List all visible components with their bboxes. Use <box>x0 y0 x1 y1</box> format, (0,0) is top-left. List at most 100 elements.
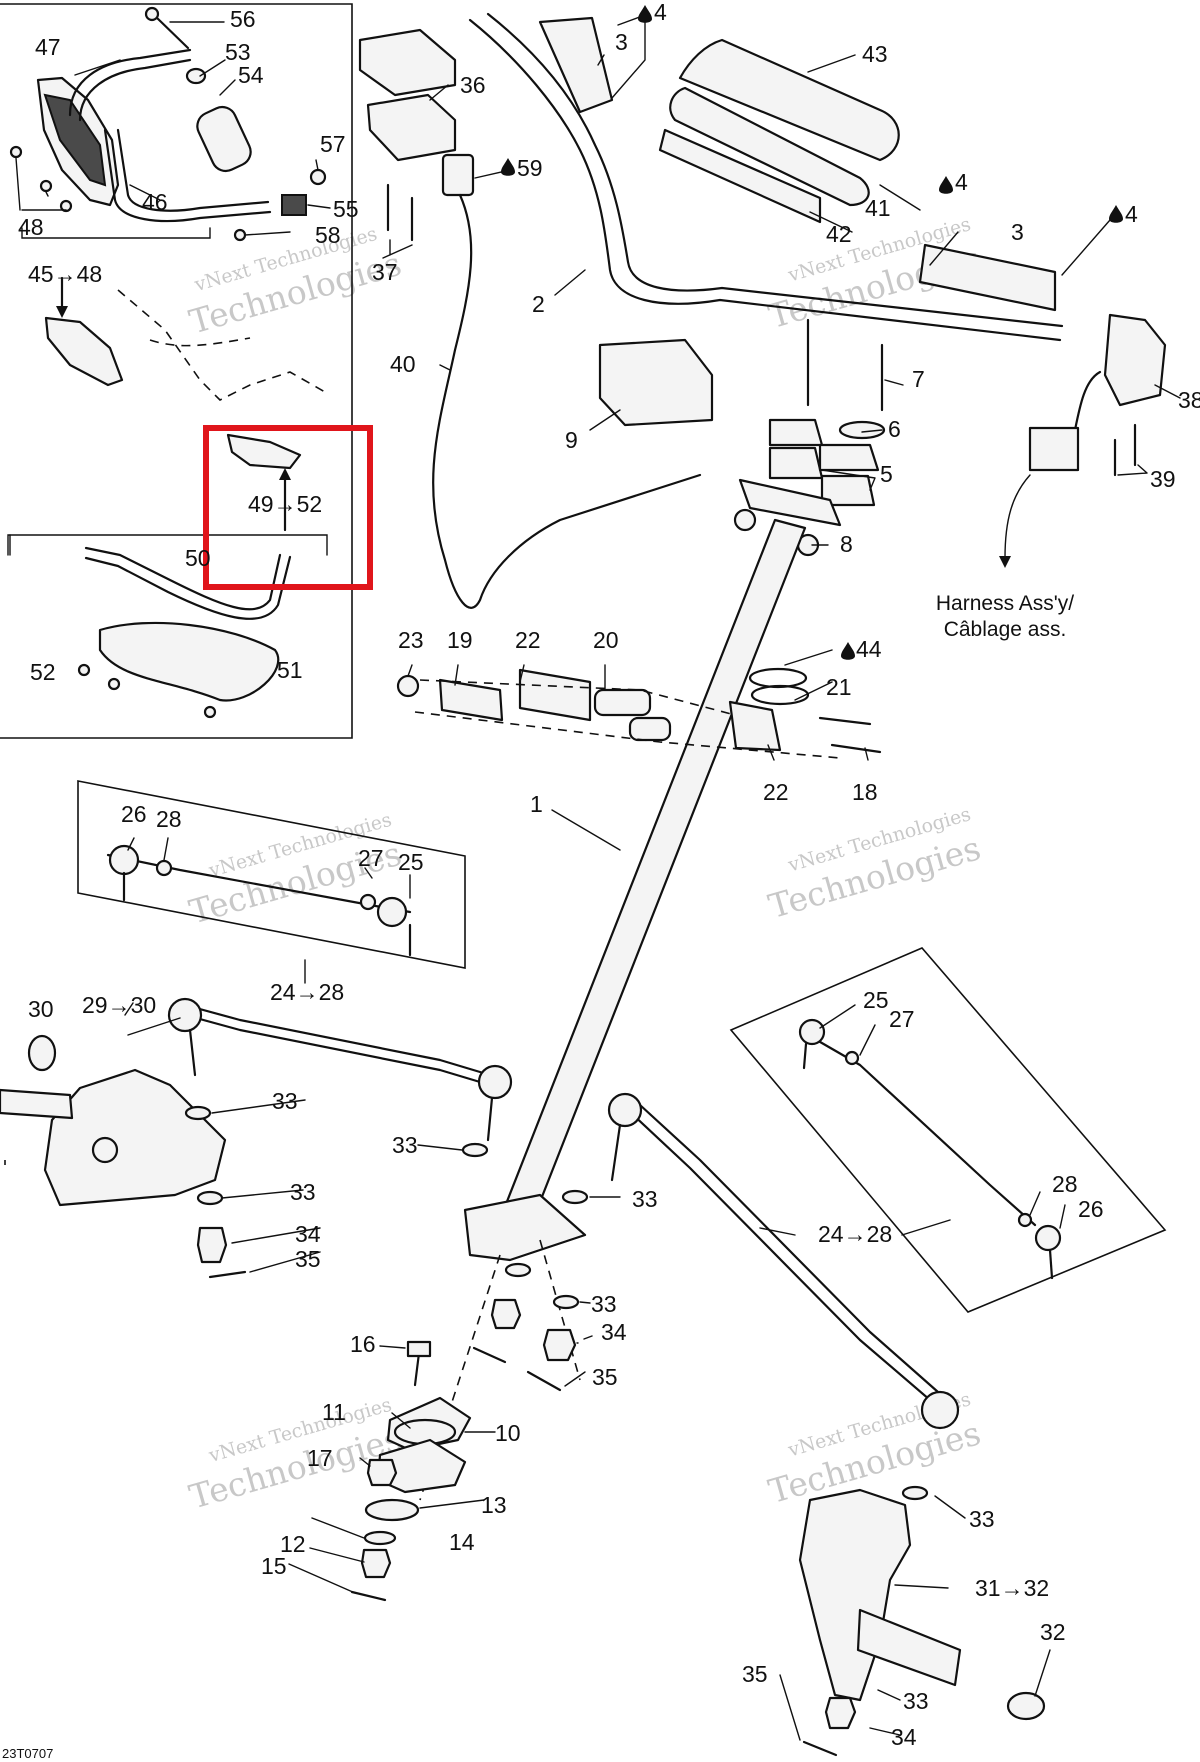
washer-12 <box>363 1530 397 1546</box>
nut-34 <box>196 1226 228 1264</box>
callout-c6: 6 <box>888 416 901 442</box>
callout-c13: 13 <box>481 1492 507 1518</box>
support-plate-19 <box>438 678 504 722</box>
callout-c44: 44 <box>856 636 882 662</box>
callout-c33e: 33 <box>591 1291 617 1317</box>
tierod-left-24 <box>183 1003 492 1087</box>
oil-drop-icon <box>501 158 515 176</box>
handguard-inset <box>0 3 373 1165</box>
oil-drop-icon <box>1109 205 1123 223</box>
handguard-bar-46-lower <box>103 128 272 223</box>
switch-connector <box>1028 426 1080 472</box>
highlight-box-49-52 <box>203 425 373 590</box>
callout-c2: 2 <box>532 291 545 317</box>
screw-52 <box>107 677 121 691</box>
washer-33 <box>561 1189 589 1205</box>
callout-c36: 36 <box>460 72 486 98</box>
handlebar-pad-43 <box>678 38 900 162</box>
callout-c4c: 4 <box>1125 201 1138 227</box>
spindle-bore <box>91 1136 119 1164</box>
tierod-end-upper <box>607 1092 643 1128</box>
washer-13 <box>364 1498 420 1522</box>
tierod-end-26b <box>1034 1224 1062 1252</box>
callout-c33b: 33 <box>392 1132 418 1158</box>
stud-25b <box>802 1042 808 1070</box>
tierod-end-right <box>477 1064 513 1100</box>
nut-28b <box>844 1050 860 1066</box>
tierod-right-24 <box>628 1103 940 1402</box>
nut-34 <box>824 1696 857 1730</box>
bolt-56-head <box>144 6 160 22</box>
grip-3-right <box>918 243 1057 312</box>
callout-c40: 40 <box>390 351 416 377</box>
oring-21 <box>750 684 810 706</box>
clamp-5 <box>818 443 880 472</box>
assembly-bracket-50-52 <box>7 534 328 556</box>
nut-28 <box>155 859 173 877</box>
harness-note-line1: Harness Ass'y/ <box>936 592 1074 615</box>
callout-c19: 19 <box>447 627 473 653</box>
handlebar-2 <box>468 12 1064 342</box>
right-steering-linkage <box>607 947 1167 1757</box>
oring-21 <box>748 667 808 689</box>
spacer-20 <box>628 716 672 742</box>
column-top-plate <box>738 478 842 527</box>
switch-housing-36-top <box>358 28 457 97</box>
callout-c51: 51 <box>277 657 303 683</box>
clamp-5 <box>820 474 876 507</box>
callout-c1: 1 <box>530 791 543 817</box>
callout-c37: 37 <box>372 259 398 285</box>
clamp-5 <box>768 418 824 447</box>
arrowhead <box>279 468 291 480</box>
callout-c28b: 28 <box>1052 1171 1078 1197</box>
callout-c3b: 3 <box>1011 219 1024 245</box>
callout-c47: 47 <box>35 34 61 60</box>
handguard-assembly-49 <box>226 433 302 470</box>
tierod-inset-frame-right <box>729 947 1167 1313</box>
spacer-20 <box>593 688 652 717</box>
screw-52 <box>203 705 217 719</box>
callout-c10: 10 <box>495 1420 521 1446</box>
callout-c35b: 35 <box>592 1364 618 1390</box>
callout-c22b: 22 <box>763 779 789 805</box>
callout-c35a: 35 <box>295 1246 321 1272</box>
tierod-end-left <box>167 997 203 1033</box>
spindle-31 <box>798 1488 912 1702</box>
arrowhead <box>56 306 68 318</box>
callout-c46: 46 <box>142 189 168 215</box>
assembly-bracket-46-48 <box>21 227 211 239</box>
nut-17 <box>366 1458 398 1487</box>
callout-c4a: 4 <box>654 0 667 25</box>
callout-c3a: 3 <box>615 29 628 55</box>
callout-c42: 42 <box>826 221 852 247</box>
bolt-18 <box>818 716 872 726</box>
pad-41 <box>669 86 870 207</box>
callout-c50: 50 <box>185 545 211 571</box>
callout-c49-52: 49→52 <box>248 491 322 517</box>
callout-c31-32: 31→32 <box>975 1575 1049 1601</box>
leader-lines-path <box>15 13 1181 1741</box>
callout-c33a: 33 <box>272 1088 298 1114</box>
washer-33 <box>552 1294 580 1310</box>
callout-c59: 59 <box>517 155 543 181</box>
callout-c41: 41 <box>865 195 891 221</box>
callout-c25b: 25 <box>863 987 889 1013</box>
callout-c34c: 34 <box>891 1724 917 1750</box>
harness-note-line2: Câblage ass. <box>944 618 1067 641</box>
callout-c28a: 28 <box>156 806 182 832</box>
cotter-pin-35 <box>208 1270 247 1279</box>
cover-9 <box>598 338 714 427</box>
callout-c53: 53 <box>225 39 251 65</box>
tierod-stud <box>486 1096 494 1142</box>
throttle-connector-59 <box>441 153 475 197</box>
callout-c56: 56 <box>230 6 256 32</box>
tierod-inset-left <box>77 780 466 969</box>
callout-c35c: 35 <box>742 1661 768 1687</box>
callout-c30: 30 <box>28 996 54 1022</box>
support-block-22 <box>518 668 592 722</box>
bolt-16-head <box>406 1340 432 1358</box>
handguard-shade <box>43 93 107 187</box>
callout-c7: 7 <box>912 366 925 392</box>
pad-42 <box>658 128 822 224</box>
cotter-pin-35 <box>526 1370 562 1392</box>
